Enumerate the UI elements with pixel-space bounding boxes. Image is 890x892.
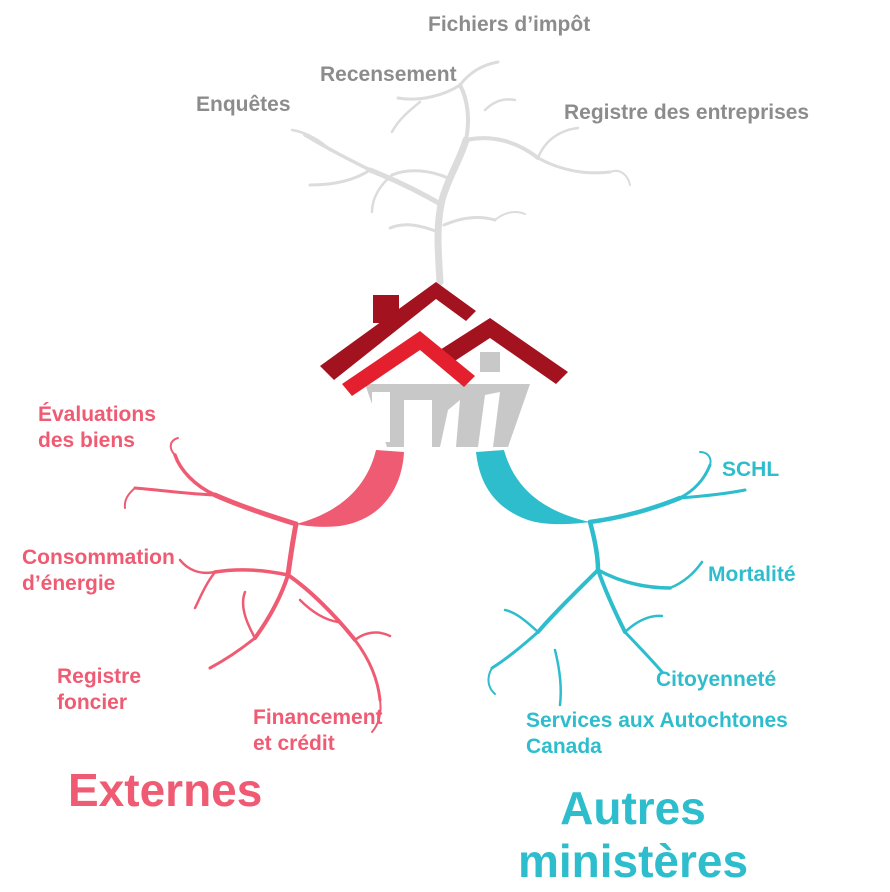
label-services-autochtones: Services aux Autochtones Canada xyxy=(526,708,788,761)
label-evaluations-biens: Évaluations des biens xyxy=(38,402,156,455)
label-financement-line2: et crédit xyxy=(253,732,335,756)
label-fichiers-impot: Fichiers d’impôt xyxy=(428,13,591,36)
label-services-line2: Canada xyxy=(526,735,602,759)
right-roots-icon xyxy=(476,450,747,707)
label-consommation-energie: Consommation d’énergie xyxy=(22,545,175,598)
label-recensement: Recensement xyxy=(320,63,457,86)
label-evaluations-line2: des biens xyxy=(38,429,135,453)
label-consommation-line2: d’énergie xyxy=(22,572,116,596)
label-financement-line1: Financement xyxy=(253,706,383,729)
title-externes: Externes xyxy=(68,764,263,816)
label-schl: SCHL xyxy=(722,458,780,481)
label-consommation-line1: Consommation xyxy=(22,546,175,569)
label-registre-line1: Registre xyxy=(57,665,142,688)
title-autres-line2: ministères xyxy=(517,834,749,887)
label-services-line1: Services aux Autochtones xyxy=(526,709,788,732)
label-evaluations-line1: Évaluations xyxy=(38,403,156,426)
house-icon xyxy=(320,282,568,447)
label-registre-line2: foncier xyxy=(57,691,128,715)
title-autres-line1: Autres xyxy=(560,782,706,834)
label-enquetes: Enquêtes xyxy=(196,93,291,116)
label-financement-credit: Financement et crédit xyxy=(253,705,383,758)
tree-branches-icon xyxy=(290,60,631,286)
left-roots-icon xyxy=(123,437,404,733)
title-autres-ministeres: Autres ministères xyxy=(500,782,766,888)
label-registre-foncier: Registre foncier xyxy=(57,664,141,717)
label-mortalite: Mortalité xyxy=(708,563,796,586)
label-citoyennete: Citoyenneté xyxy=(656,668,777,691)
label-registre-entreprises: Registre des entreprises xyxy=(564,101,810,124)
